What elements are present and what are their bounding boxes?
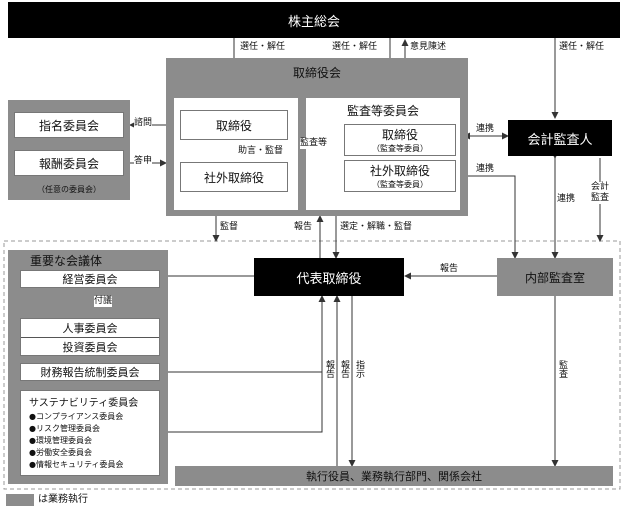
label-opinion: 意見陳述 [410,42,447,53]
label-report: 報告 [440,264,459,275]
label-report: 報告 [324,360,334,378]
label-advise-supervise: 助言・監督 [238,146,284,157]
management-committee-label: 経営委員会 [62,273,118,286]
nomination-committee-label: 指名委員会 [38,118,99,133]
sustainability-committee-title: サステナビリティ委員会 [29,398,139,409]
label-accounting-audit: 会計監査 [588,182,612,204]
president-label: 代表取締役 [296,271,362,287]
important-meetings-box: 重要な会議体 経営委員会 人事委員会 投資委員会 財務報告統制委員会 サステナビ… [8,250,168,484]
accounting-auditor-label: 会計監査人 [527,132,593,148]
audit-committee-title: 監査等委員会 [346,104,419,118]
label-elect-dismiss: 選任・解任 [332,42,378,53]
sustainability-committee-box: サステナビリティ委員会 ●コンプライアンス委員会 ●リスク管理委員会 ●環境管理… [20,390,160,476]
director-label: 取締役 [215,118,252,133]
legend-text: は業務執行 [38,494,88,505]
label-report-answer: 答申 [134,156,153,167]
legend-swatch [6,494,34,506]
executive-box: 執行役員、業務執行部門、関係会社 [175,466,613,486]
execution-area-border [3,240,621,490]
label-cooperation: 連携 [557,194,576,205]
sustainability-item: ●環境管理委員会 [29,436,92,445]
ac-outside-director-label: 社外取締役 [369,164,430,178]
board-title: 取締役会 [292,66,341,80]
ac-director-box: 取締役 （監査等委員） [344,124,456,156]
label-consult: 諮問 [134,118,153,129]
management-committee-box: 経営委員会 [20,270,160,288]
remuneration-committee-box: 報酬委員会 [14,150,124,176]
sustainability-item: ●労働安全委員会 [29,448,92,457]
internal-audit-label: 内部監査室 [524,270,585,285]
ac-director-label: 取締役 [381,128,418,142]
label-elect-dismiss: 選任・解任 [559,42,605,53]
ac-director-sub: （監査等委員） [372,144,428,153]
outside-director-box: 社外取締役 [180,162,288,192]
label-elect-dismiss: 選任・解任 [240,42,286,53]
shareholders-label: 株主総会 [287,14,340,30]
director-box: 取締役 [180,110,288,140]
outside-director-label: 社外取締役 [203,170,264,185]
accounting-auditor-box: 会計監査人 [508,120,612,156]
label-select-dismiss-supervise: 選定・解職・監督 [340,222,413,233]
important-meetings-title: 重要な会議体 [30,254,103,268]
label-audit-etc: 監査等 [300,138,328,149]
fin-report-committee-box: 財務報告統制委員会 [20,363,160,381]
ac-outside-director-sub: （監査等委員） [372,180,428,189]
label-cooperation: 連携 [476,164,495,175]
label-report: 報告 [339,360,349,378]
label-submit: 付議 [94,296,113,307]
remuneration-committee-label: 報酬委員会 [38,156,99,171]
investment-committee-label: 投資委員会 [62,341,118,354]
fin-report-committee-label: 財務報告統制委員会 [40,366,140,379]
hr-investment-box: 人事委員会 投資委員会 [20,318,160,356]
internal-audit-box: 内部監査室 [497,258,613,296]
sustainability-item: ●コンプライアンス委員会 [29,412,124,421]
label-supervise: 監督 [220,222,239,233]
ac-outside-director-box: 社外取締役 （監査等委員） [344,160,456,192]
optional-committees-note: （任意の委員会） [37,185,101,194]
label-cooperation: 連携 [476,124,495,135]
shareholders-box: 株主総会 [8,2,620,38]
sustainability-item: ●リスク管理委員会 [29,424,100,433]
label-report: 報告 [294,222,313,233]
executive-label: 執行役員、業務執行部門、関係会社 [306,470,482,483]
nomination-committee-box: 指名委員会 [14,112,124,138]
label-instruct: 指示 [354,360,364,378]
optional-committees-box: 指名委員会 報酬委員会 （任意の委員会） [8,100,130,200]
label-audit: 監査 [557,360,567,378]
sustainability-item: ●情報セキュリティ委員会 [29,460,124,469]
president-box: 代表取締役 [254,258,404,296]
hr-committee-label: 人事委員会 [21,319,159,338]
